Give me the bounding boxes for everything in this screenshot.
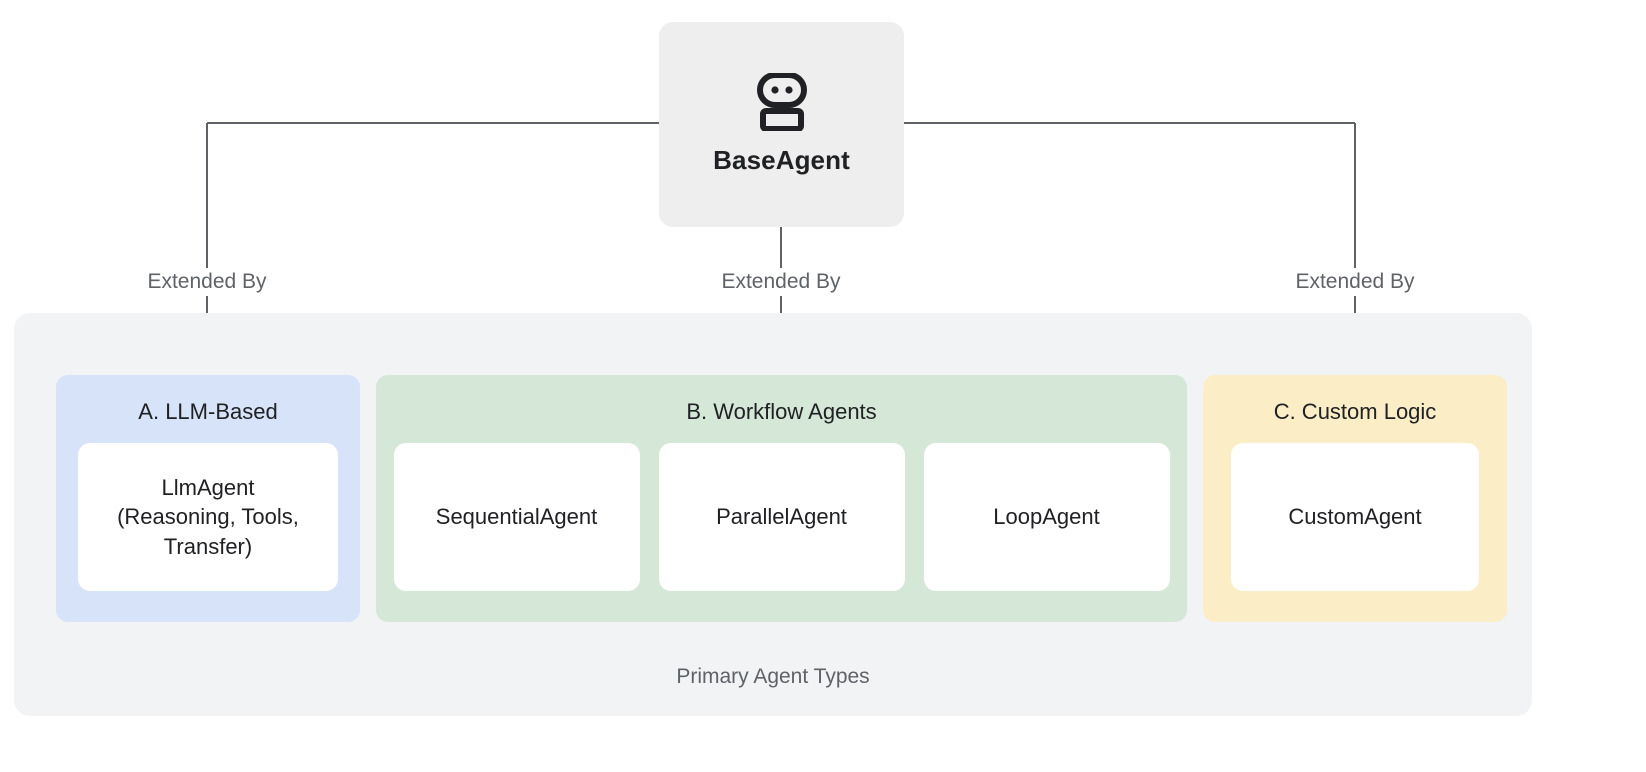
category-custom-logic-title: C. Custom Logic (1273, 399, 1437, 424)
category-llm-based-title: A. LLM-Based (138, 399, 278, 424)
robot-icon (756, 73, 807, 131)
category-llm-based[interactable]: A. LLM-Based LlmAgent(Reasoning, Tools,T… (56, 375, 360, 622)
agent-card-loopagent[interactable]: LoopAgent (923, 443, 1170, 591)
category-workflow-agents[interactable]: B. Workflow Agents SequentialAgent Paral… (376, 375, 1187, 622)
agent-card-llmagent[interactable]: LlmAgent(Reasoning, Tools,Transfer) (78, 443, 338, 591)
category-custom-logic-items: CustomAgent (1210, 443, 1500, 615)
edge-label-extended-by-middle: Extended By (711, 268, 851, 296)
edge-label-extended-by-left: Extended By (137, 268, 277, 296)
agent-card-parallelagent[interactable]: ParallelAgent (658, 443, 905, 591)
agent-card-customagent[interactable]: CustomAgent (1231, 443, 1479, 591)
category-workflow-agents-items: SequentialAgent ParallelAgent LoopAgent (373, 443, 1191, 615)
primary-agent-types-caption: Primary Agent Types (676, 665, 870, 688)
agent-card-sequentialagent[interactable]: SequentialAgent (393, 443, 640, 591)
category-workflow-agents-title: B. Workflow Agents (686, 399, 877, 424)
category-llm-based-items: LlmAgent(Reasoning, Tools,Transfer) (57, 443, 359, 615)
edge-label-extended-by-right: Extended By (1285, 268, 1425, 296)
node-base-agent-label: BaseAgent (713, 145, 850, 175)
node-base-agent[interactable]: BaseAgent (659, 22, 904, 227)
category-custom-logic[interactable]: C. Custom Logic CustomAgent (1203, 375, 1507, 622)
